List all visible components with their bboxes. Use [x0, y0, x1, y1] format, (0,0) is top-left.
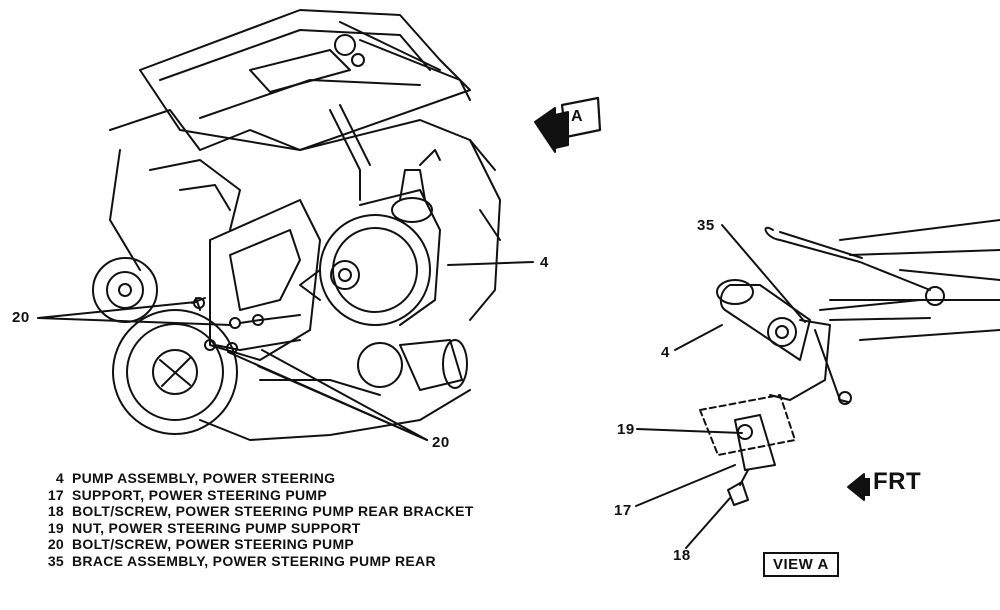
legend-number: 18 [47, 503, 64, 519]
frt-label: FRT [873, 468, 922, 495]
legend-number: 20 [47, 536, 64, 552]
detail-leader-lines [635, 224, 806, 549]
legend-item: 18 BOLT/SCREW, POWER STEERING PUMP REAR … [40, 503, 560, 520]
detail-view-drawing [699, 219, 1000, 506]
view-a-tag: A [571, 108, 583, 125]
legend-item: 35 BRACE ASSEMBLY, POWER STEERING PUMP R… [40, 553, 560, 570]
legend-text: SUPPORT, POWER STEERING PUMP [72, 486, 327, 503]
parts-legend: 4 PUMP ASSEMBLY, POWER STEERING 17 SUPPO… [40, 470, 560, 569]
legend-number: 4 [55, 470, 64, 486]
callout-20-bolts-bottom: 20 [432, 434, 450, 451]
legend-number: 17 [47, 486, 64, 503]
legend-text: NUT, POWER STEERING PUMP SUPPORT [72, 519, 361, 536]
view-a-arrow-graphic [534, 96, 602, 153]
legend-text: BOLT/SCREW, POWER STEERING PUMP [72, 536, 355, 552]
legend-number: 19 [47, 519, 64, 536]
callout-18-bolt: 18 [673, 547, 691, 564]
legend-number: 35 [47, 552, 64, 569]
legend-text: BRACE ASSEMBLY, POWER STEERING PUMP REAR [72, 552, 436, 569]
callout-17-support: 17 [614, 502, 632, 519]
legend-item: 20 BOLT/SCREW, POWER STEERING PUMP [40, 536, 560, 553]
legend-item: 4 PUMP ASSEMBLY, POWER STEERING [40, 470, 560, 487]
frt-arrow-graphic [847, 473, 870, 501]
legend-item: 17 SUPPORT, POWER STEERING PUMP [40, 487, 560, 504]
main-leader-lines [37, 261, 534, 441]
callout-20-bolts-left: 20 [12, 309, 30, 326]
legend-item: 19 NUT, POWER STEERING PUMP SUPPORT [40, 520, 560, 537]
legend-text: BOLT/SCREW, POWER STEERING PUMP REAR BRA… [72, 503, 474, 519]
view-a-label: VIEW A [763, 552, 839, 577]
callout-35-brace: 35 [697, 217, 715, 234]
engine-main-drawing [92, 9, 501, 441]
callout-19-nut: 19 [617, 421, 635, 438]
callout-4-pump: 4 [540, 254, 549, 271]
legend-text: PUMP ASSEMBLY, POWER STEERING [72, 470, 336, 486]
callout-4-pump-detail: 4 [661, 344, 670, 361]
